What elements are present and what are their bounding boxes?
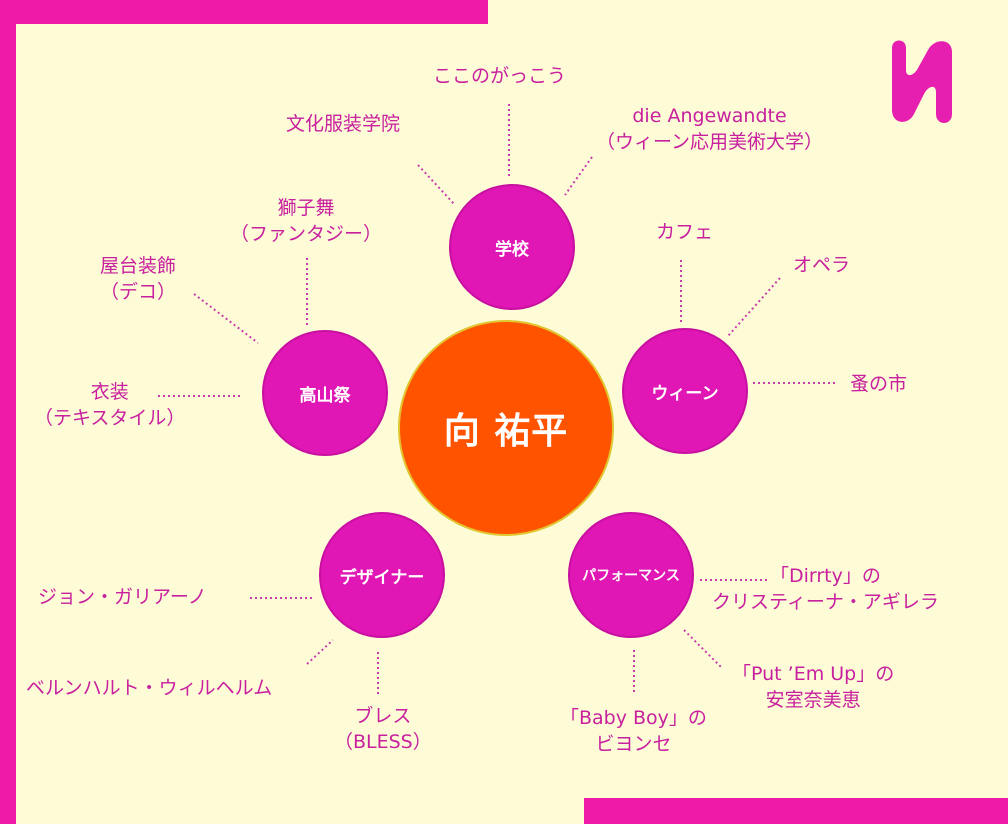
connector-opera — [727, 277, 781, 337]
hub-school: 学校 — [449, 184, 575, 310]
hub-takayama: 高山祭 — [262, 330, 388, 456]
center-node: 向 祐平 — [398, 320, 614, 536]
connector-angewandte — [564, 156, 593, 196]
label-dirrty: 「Dirrty」の クリスティーナ・アギレラ — [712, 565, 939, 613]
label-isho: 衣装 （テキスタイル） — [34, 381, 186, 429]
frame-top-bar — [0, 0, 488, 24]
connector-yatai — [193, 293, 259, 344]
hub-designer: デザイナー — [319, 512, 445, 638]
label-nomi: 蚤の市 — [850, 373, 908, 395]
label-willhelm: ベルンハルト・ウィルヘルム — [26, 677, 273, 699]
label-koko: ここのがっこう — [433, 65, 567, 87]
label-galliano: ジョン・ガリアーノ — [38, 586, 207, 608]
connector-bunka — [417, 164, 456, 206]
hub-vienna: ウィーン — [622, 328, 748, 454]
label-shishimai: 獅子舞 （ファンタジー） — [230, 197, 383, 245]
label-opera: オペラ — [793, 254, 851, 276]
label-bless: ブレス （BLESS） — [334, 705, 432, 753]
logo-mark — [892, 40, 952, 123]
label-putemup: 「Put ’Em Up」の 安室奈美恵 — [732, 663, 895, 711]
label-yatai: 屋台装飾 （デコ） — [100, 255, 177, 303]
hub-performance: パフォーマンス — [568, 512, 694, 638]
label-bunka: 文化服装学院 — [286, 113, 401, 135]
label-cafe: カフェ — [656, 221, 714, 243]
frame-left-bar — [0, 0, 16, 824]
frame-bottom-bar — [584, 798, 1008, 824]
connector-willhelm — [306, 639, 334, 665]
label-babyboy: 「Baby Boy」の ビヨンセ — [560, 707, 707, 755]
connector-putemup — [683, 629, 723, 669]
label-angewandte: die Angewandte （ウィーン応用美術大学） — [596, 105, 824, 153]
